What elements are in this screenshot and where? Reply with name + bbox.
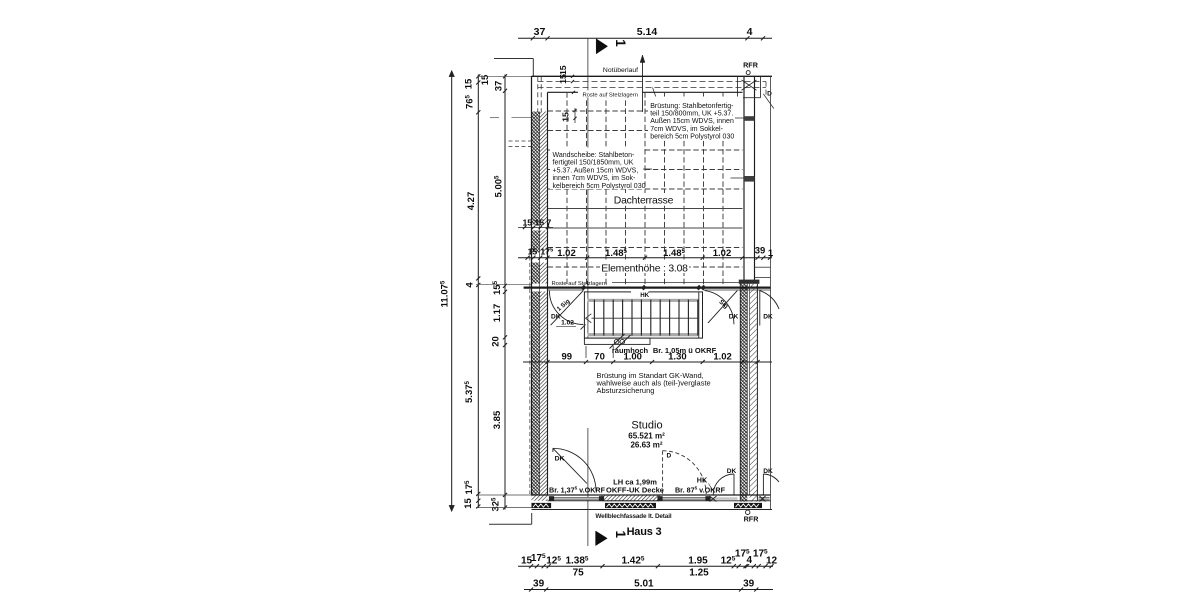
svg-text:4: 4 [747, 555, 753, 566]
svg-text:HK: HK [697, 475, 708, 484]
svg-text:1.02: 1.02 [561, 319, 574, 326]
svg-text:20: 20 [491, 336, 502, 347]
svg-text:4: 4 [747, 26, 753, 38]
svg-text:5.375: 5.375 [464, 380, 475, 403]
svg-text:1.00: 1.00 [623, 351, 642, 362]
svg-text:D: D [767, 91, 772, 98]
svg-text:175: 175 [753, 548, 768, 559]
svg-text:175: 175 [464, 480, 475, 495]
svg-text:4: 4 [464, 282, 475, 288]
svg-text:DK: DK [763, 314, 773, 321]
svg-text:1: 1 [768, 248, 774, 259]
svg-text:70: 70 [594, 351, 605, 362]
svg-text:15: 15 [463, 498, 474, 509]
svg-text:Wellblechfassade lt. Detail: Wellblechfassade lt. Detail [595, 513, 671, 520]
svg-text:Notüberlauf: Notüberlauf [603, 67, 638, 74]
svg-text:innen 7cm WDVS, im Sok-: innen 7cm WDVS, im Sok- [553, 175, 637, 182]
svg-text:wahlweise auch als (teil-)verg: wahlweise auch als (teil-)verglaste [596, 379, 711, 388]
svg-text:1.95: 1.95 [688, 555, 708, 566]
svg-text:1.425: 1.425 [621, 555, 644, 566]
svg-text:15: 15 [560, 112, 570, 122]
svg-text:37: 37 [494, 81, 505, 92]
svg-text:kelbereich 5cm Polystyrol 030: kelbereich 5cm Polystyrol 030 [553, 183, 646, 190]
svg-text:765: 765 [465, 94, 476, 109]
svg-text:155: 155 [492, 280, 503, 295]
svg-text:7cm WDVS, im Sokkel-: 7cm WDVS, im Sokkel- [650, 126, 723, 133]
svg-text:39: 39 [533, 579, 545, 590]
svg-text:26.63 m²: 26.63 m² [630, 441, 662, 450]
svg-text:37: 37 [534, 26, 546, 38]
svg-text:Roste auf Stelzlagern: Roste auf Stelzlagern [583, 92, 638, 98]
svg-text:teil 150/800mm, UK +5.37.: teil 150/800mm, UK +5.37. [650, 111, 733, 118]
svg-text:DK: DK [763, 468, 773, 475]
svg-text:15: 15 [463, 78, 474, 89]
svg-text:1: 1 [613, 531, 628, 539]
svg-text:1.02: 1.02 [713, 351, 732, 362]
svg-text:15: 15 [480, 74, 491, 85]
svg-text:RFR: RFR [743, 61, 759, 70]
svg-text:75: 75 [573, 567, 585, 578]
svg-text:Studio: Studio [631, 420, 662, 432]
svg-text:DK: DK [555, 456, 565, 463]
svg-text:1.25: 1.25 [689, 567, 709, 578]
svg-text:Br. 1,375 v.OKRF: Br. 1,375 v.OKRF [549, 485, 606, 494]
svg-text:bereich 5cm Polystyrol 030: bereich 5cm Polystyrol 030 [650, 134, 734, 141]
svg-text:1.30: 1.30 [668, 351, 687, 362]
svg-text:3.85: 3.85 [492, 410, 503, 429]
svg-text:D: D [667, 453, 672, 460]
svg-text:4.27: 4.27 [466, 192, 477, 211]
svg-text:raumhoch: raumhoch [612, 346, 649, 355]
svg-text:99: 99 [562, 351, 573, 362]
svg-text:325: 325 [490, 497, 501, 512]
svg-text:1.17: 1.17 [492, 304, 503, 323]
svg-text:15: 15 [534, 217, 544, 227]
svg-text:175: 175 [735, 548, 750, 559]
svg-text:12: 12 [766, 555, 778, 566]
svg-text:125: 125 [721, 555, 736, 566]
svg-text:5.005: 5.005 [494, 175, 505, 198]
svg-text:DK: DK [551, 314, 561, 321]
svg-text:RFR: RFR [744, 515, 760, 524]
svg-text:15: 15 [528, 246, 538, 256]
svg-text:OKFF-UK Decke: OKFF-UK Decke [606, 485, 664, 494]
svg-text:Br. 1,05m ü OKRF: Br. 1,05m ü OKRF [653, 346, 717, 355]
svg-text:1: 1 [613, 39, 628, 47]
svg-text:Sig: Sig [718, 299, 730, 311]
svg-text:Dachterrasse: Dachterrasse [614, 196, 674, 207]
svg-text:Brüstung: Stahlbetonfertig-: Brüstung: Stahlbetonfertig- [650, 103, 734, 110]
svg-text:7: 7 [546, 217, 551, 227]
svg-text:39: 39 [755, 246, 766, 257]
svg-text:175: 175 [540, 246, 553, 256]
svg-text:65.521 m²: 65.521 m² [628, 432, 665, 441]
svg-text:Außen 15cm WDVS, innen: Außen 15cm WDVS, innen [650, 118, 734, 125]
svg-text:Elementhöhe : 3.08: Elementhöhe : 3.08 [601, 264, 688, 275]
svg-text:39: 39 [743, 579, 755, 590]
svg-text:15: 15 [558, 74, 568, 84]
svg-text:Haus 3: Haus 3 [627, 526, 662, 538]
svg-text:15: 15 [558, 65, 568, 75]
svg-text:Roste auf Stelzlagern: Roste auf Stelzlagern [552, 281, 607, 287]
svg-text:1.485: 1.485 [605, 248, 628, 259]
svg-text:DK: DK [727, 468, 737, 475]
svg-text:+5.37. Außen 15cm WDVS,: +5.37. Außen 15cm WDVS, [553, 167, 639, 174]
svg-text:1.385: 1.385 [565, 555, 588, 566]
svg-text:11.075: 11.075 [440, 280, 451, 307]
svg-text:HK: HK [640, 292, 649, 299]
svg-text:fertigteil 150/1850mm, UK: fertigteil 150/1850mm, UK [553, 160, 634, 167]
svg-text:LH ca 1,99m: LH ca 1,99m [613, 478, 657, 487]
svg-text:1.02: 1.02 [557, 248, 576, 259]
svg-text:15: 15 [522, 217, 532, 227]
svg-text:175: 175 [531, 553, 546, 564]
svg-text:Brüstung im Standart GK-Wand,: Brüstung im Standart GK-Wand, [597, 371, 704, 380]
svg-text:15: 15 [521, 555, 533, 566]
svg-text:Br. 875 v.OKRF: Br. 875 v.OKRF [675, 485, 726, 494]
svg-text:5.14: 5.14 [637, 26, 658, 38]
svg-text:5.01: 5.01 [634, 579, 654, 590]
svg-text:Absturzsicherung: Absturzsicherung [597, 386, 655, 395]
svg-text:1.02: 1.02 [713, 248, 732, 259]
svg-text:1.485: 1.485 [663, 248, 686, 259]
svg-text:125: 125 [546, 555, 561, 566]
svg-text:Wandscheibe: Stahlbeton-: Wandscheibe: Stahlbeton- [553, 152, 636, 159]
svg-text:DK: DK [729, 314, 739, 321]
